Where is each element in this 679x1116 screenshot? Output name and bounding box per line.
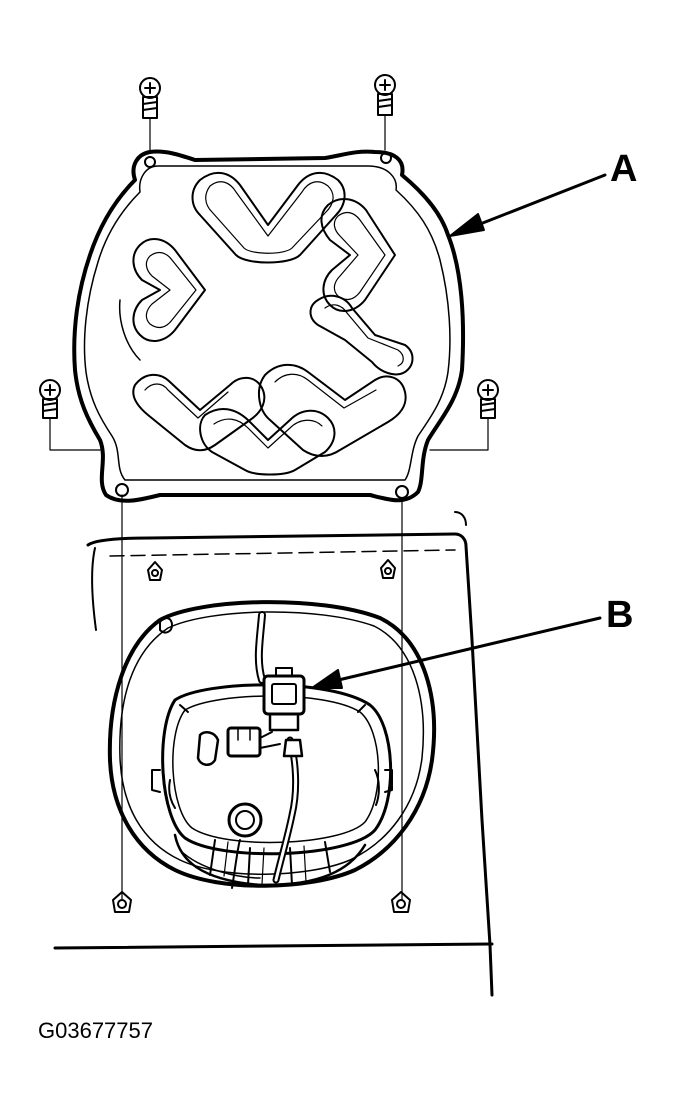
connector-b: [262, 667, 306, 732]
figure-id: G03677757: [38, 1018, 153, 1043]
callout-label-b: B: [606, 594, 634, 636]
screw-mid-left: [39, 379, 61, 419]
screw-mid-right: [477, 379, 499, 419]
leader-arrow-b: [311, 616, 602, 689]
screw-top-right: [374, 74, 396, 116]
access-cover-a: [72, 149, 466, 503]
screw-top-left: [139, 77, 161, 119]
secondary-connector: [196, 726, 281, 766]
fuel-pump-assembly: [151, 611, 393, 889]
leader-arrow-a: [449, 173, 607, 237]
floor-studs: [112, 559, 411, 913]
cover-screws: [39, 74, 499, 419]
callout-label-a: A: [610, 148, 638, 190]
alignment-lines: [49, 114, 489, 901]
fuel-pump-access-hole: [107, 600, 436, 888]
floor-panel: [53, 511, 494, 997]
